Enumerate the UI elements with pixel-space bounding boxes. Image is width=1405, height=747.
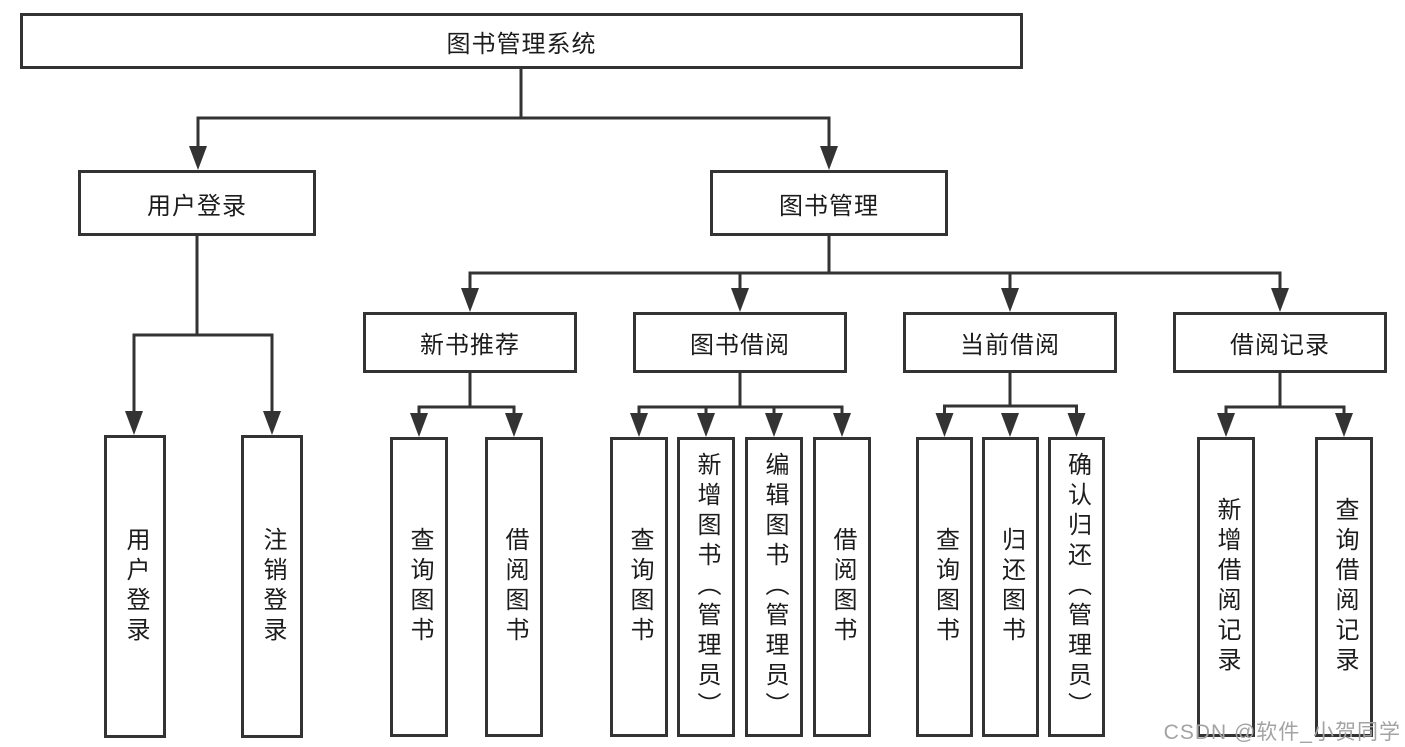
node-borrow-books-leaf: 借阅图书 (485, 437, 543, 737)
node-logout-leaf: 注销登录 (241, 435, 303, 738)
node-borrow-records: 借阅记录 (1173, 312, 1387, 373)
node-library-management-system: 图书管理系统 (20, 13, 1023, 69)
node-return-books-leaf: 归还图书 (982, 437, 1039, 737)
node-edit-books-admin-leaf: 编辑图书（管理员） (745, 437, 803, 737)
node-user-login-branch: 用户登录 (78, 170, 316, 236)
connector-book-mgmt-to-level3 (461, 236, 1289, 312)
connector-root-to-level2 (189, 69, 838, 170)
node-book-borrowing: 图书借阅 (633, 312, 847, 373)
connector-borrow-record-to-leaves (1217, 373, 1353, 437)
node-new-book-recommendation: 新书推荐 (363, 312, 577, 373)
node-query-books-leaf: 查询图书 (916, 437, 973, 737)
node-query-books-leaf: 查询图书 (610, 437, 668, 737)
node-query-borrow-record-leaf: 查询借阅记录 (1315, 437, 1373, 737)
csdn-watermark: CSDN @软件_小贺同学 (1163, 721, 1401, 744)
node-add-borrow-record-leaf: 新增借阅记录 (1197, 437, 1255, 737)
node-confirm-return-admin-leaf: 确认归还（管理员） (1048, 437, 1105, 737)
connector-current-borrow-to-leaves (935, 373, 1086, 437)
node-user-login-leaf: 用户登录 (104, 435, 166, 738)
node-book-management-branch: 图书管理 (710, 170, 948, 236)
connector-new-book-rec-to-leaves (410, 373, 523, 437)
node-current-borrowing: 当前借阅 (903, 312, 1117, 373)
node-borrow-books-leaf: 借阅图书 (813, 437, 871, 737)
connector-user-login-to-leaves (125, 236, 281, 435)
connector-book-borrow-to-leaves (630, 373, 851, 437)
node-add-books-admin-leaf: 新增图书（管理员） (677, 437, 735, 737)
node-query-books-leaf: 查询图书 (390, 437, 448, 737)
